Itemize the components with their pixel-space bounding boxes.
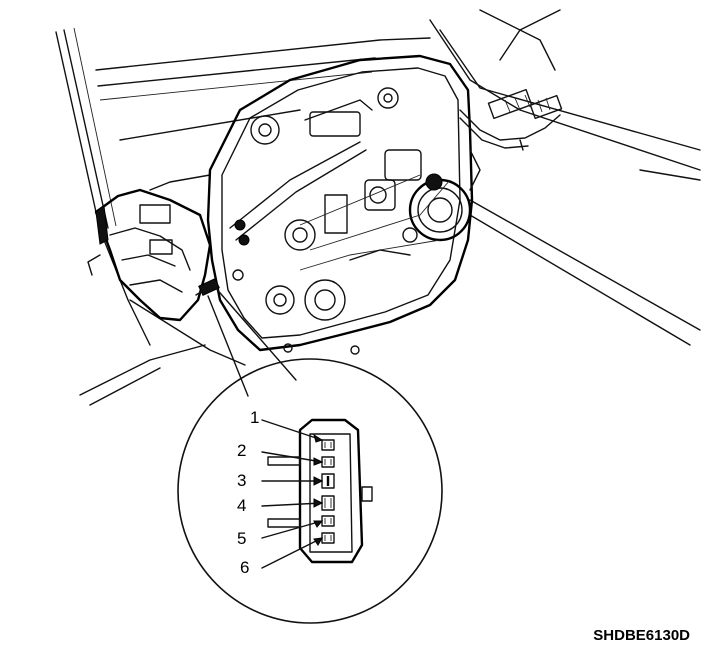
wiring-harness [459,88,563,191]
door-latch-assembly [87,188,212,322]
pin-3-terminal [321,473,335,489]
pin-label-2: 2 [237,441,246,460]
pin-1-terminal [321,439,335,451]
door-module-panel [206,54,474,355]
pin-2-terminal [321,456,335,468]
pin-4-terminal [321,495,335,511]
connector-magnified-view [177,358,443,624]
vehicle-body-frame [55,9,701,406]
pin-6-terminal [321,532,335,544]
pin-callout-lines [261,419,324,569]
magnify-leader-lines [207,285,297,397]
pin-5-terminal [321,515,335,527]
pin-label-5: 5 [237,529,246,548]
connector-location [195,278,220,296]
pin-label-6: 6 [240,558,249,577]
connector-pins [321,439,335,544]
pin-label-4: 4 [237,496,246,515]
figure-code: SHDBE6130D [593,627,690,644]
pin-label-3: 3 [237,471,246,490]
pin-number-labels: 1 2 3 4 5 6 [237,408,259,577]
pin-label-1: 1 [250,408,259,427]
